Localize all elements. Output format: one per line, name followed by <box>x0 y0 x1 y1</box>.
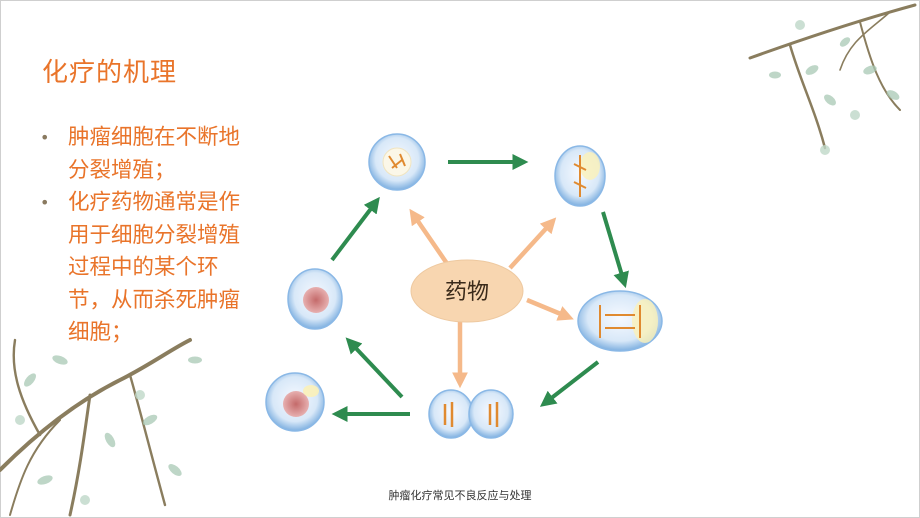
drug-arrow <box>526 297 574 321</box>
slide-title: 化疗的机理 <box>42 58 178 88</box>
cycle-arrow <box>345 337 404 399</box>
cell-bottom-left-stage <box>265 372 325 432</box>
cell-right-stage <box>577 290 663 352</box>
bullet-item: 肿瘤细胞在不断地分裂增殖； <box>38 122 248 187</box>
drug-arrow <box>409 208 450 267</box>
drug-label: 药物 <box>445 280 489 305</box>
slide-footer: 肿瘤化疗常见不良反应与处理 <box>388 489 532 502</box>
bullet-list: 肿瘤细胞在不断地分裂增殖； 化疗药物通常是作用于细胞分裂增殖过程中的某个环节，从… <box>38 122 248 350</box>
cell-top-left-stage <box>368 133 426 191</box>
bullet-item: 化疗药物通常是作用于细胞分裂增殖过程中的某个环节，从而杀死肿瘤细胞； <box>38 187 248 350</box>
cell-top-right-stage <box>554 145 606 207</box>
cycle-arrow <box>539 360 600 407</box>
cell-left-stage <box>287 268 343 330</box>
drug-arrow <box>508 217 557 270</box>
drug-ellipse <box>410 259 524 323</box>
cycle-arrow <box>601 211 629 289</box>
cell-bottom-dividing-stage <box>428 389 514 439</box>
cycle-arrow <box>330 196 380 262</box>
